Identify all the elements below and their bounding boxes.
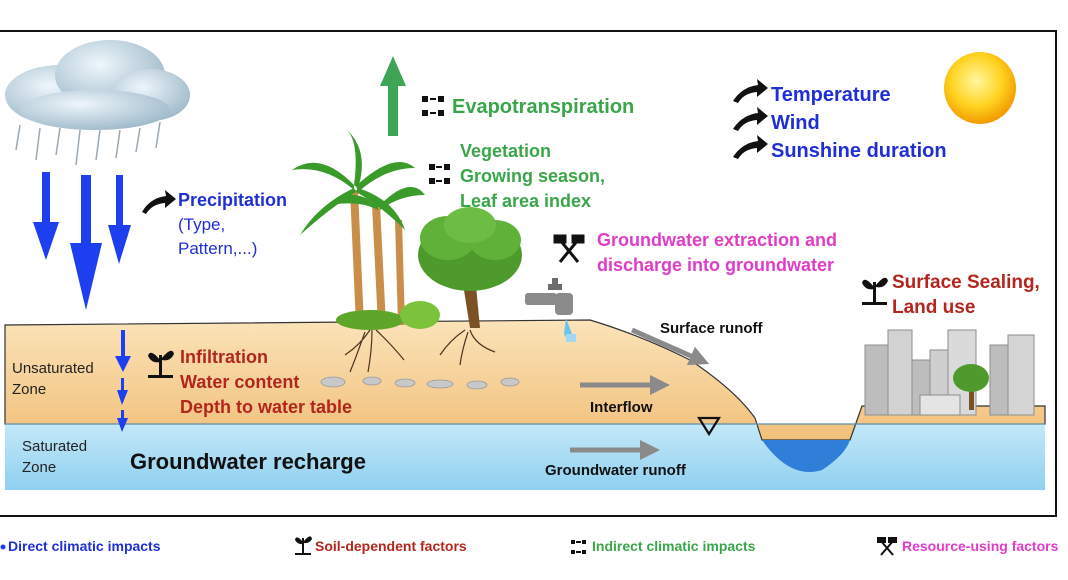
city-tree-icon (953, 364, 989, 410)
legend-icons (0, 536, 897, 556)
city-icon (864, 329, 1035, 416)
precipitation-arrows (33, 172, 131, 310)
wind-label: Wind (771, 112, 820, 134)
tree-icon (400, 207, 522, 329)
growing-season-label: Growing season, (460, 166, 606, 186)
groundwater-runoff-label: Groundwater runoff (545, 462, 686, 479)
surface-runoff-label: Surface runoff (660, 320, 763, 337)
infiltration-arrows (115, 330, 131, 432)
precipitation-type-label: (Type, (178, 215, 226, 234)
palm-tree-icon (292, 128, 425, 330)
flow-arrows (570, 327, 710, 460)
depth-to-water-table-label: Depth to water table (180, 397, 353, 417)
infiltration-label: Infiltration (180, 347, 268, 367)
river (762, 440, 850, 472)
plant-icon (148, 277, 888, 378)
evapotranspiration-label: Evapotranspiration (452, 96, 635, 118)
vegetation-label: Vegetation (460, 141, 552, 161)
extraction-label-line2: discharge into groundwater (597, 255, 835, 275)
direct-impact-arrow-icon (142, 79, 768, 214)
rain-icon (15, 121, 161, 166)
roots-icon (344, 329, 496, 373)
leaf-area-index-label: Leaf area index (460, 191, 592, 211)
indirect-factor-icon (422, 96, 450, 184)
precipitation-label: Precipitation (178, 190, 288, 210)
water-content-label: Water content (180, 372, 300, 392)
cloud-icon (5, 40, 190, 130)
legend-resource-using: Resource-using factors (902, 538, 1059, 554)
faucet-icon (525, 278, 576, 342)
surface-sealing-label: Surface Sealing, (892, 272, 1040, 293)
legend-direct-climatic: Direct climatic impacts (8, 538, 161, 554)
evapotranspiration-arrow (380, 56, 406, 136)
saturated-zone-label-line2: Zone (22, 459, 57, 476)
unsaturated-zone-label-line1: Unsaturated (12, 360, 94, 377)
interflow-label: Interflow (590, 399, 653, 416)
diagram-frame (0, 30, 1057, 517)
temperature-label: Temperature (771, 84, 891, 106)
legend-soil-dependent: Soil-dependent factors (315, 538, 467, 554)
extraction-label-line1: Groundwater extraction and (597, 230, 838, 250)
saturated-zone-layer (5, 424, 1045, 490)
precipitation-pattern-label: Pattern,...) (178, 239, 258, 258)
water-table-symbol (697, 416, 721, 437)
sunshine-duration-label: Sunshine duration (771, 140, 947, 162)
sun-icon (944, 52, 1016, 124)
hammers-icon (553, 234, 585, 263)
land-use-label: Land use (892, 297, 976, 318)
legend-indirect-climatic: Indirect climatic impacts (592, 538, 756, 554)
saturated-zone-label-line1: Saturated (22, 438, 88, 455)
unsaturated-zone-label-line2: Zone (12, 381, 47, 398)
groundwater-recharge-label: Groundwater recharge (130, 449, 366, 474)
soil-stones (320, 376, 520, 390)
